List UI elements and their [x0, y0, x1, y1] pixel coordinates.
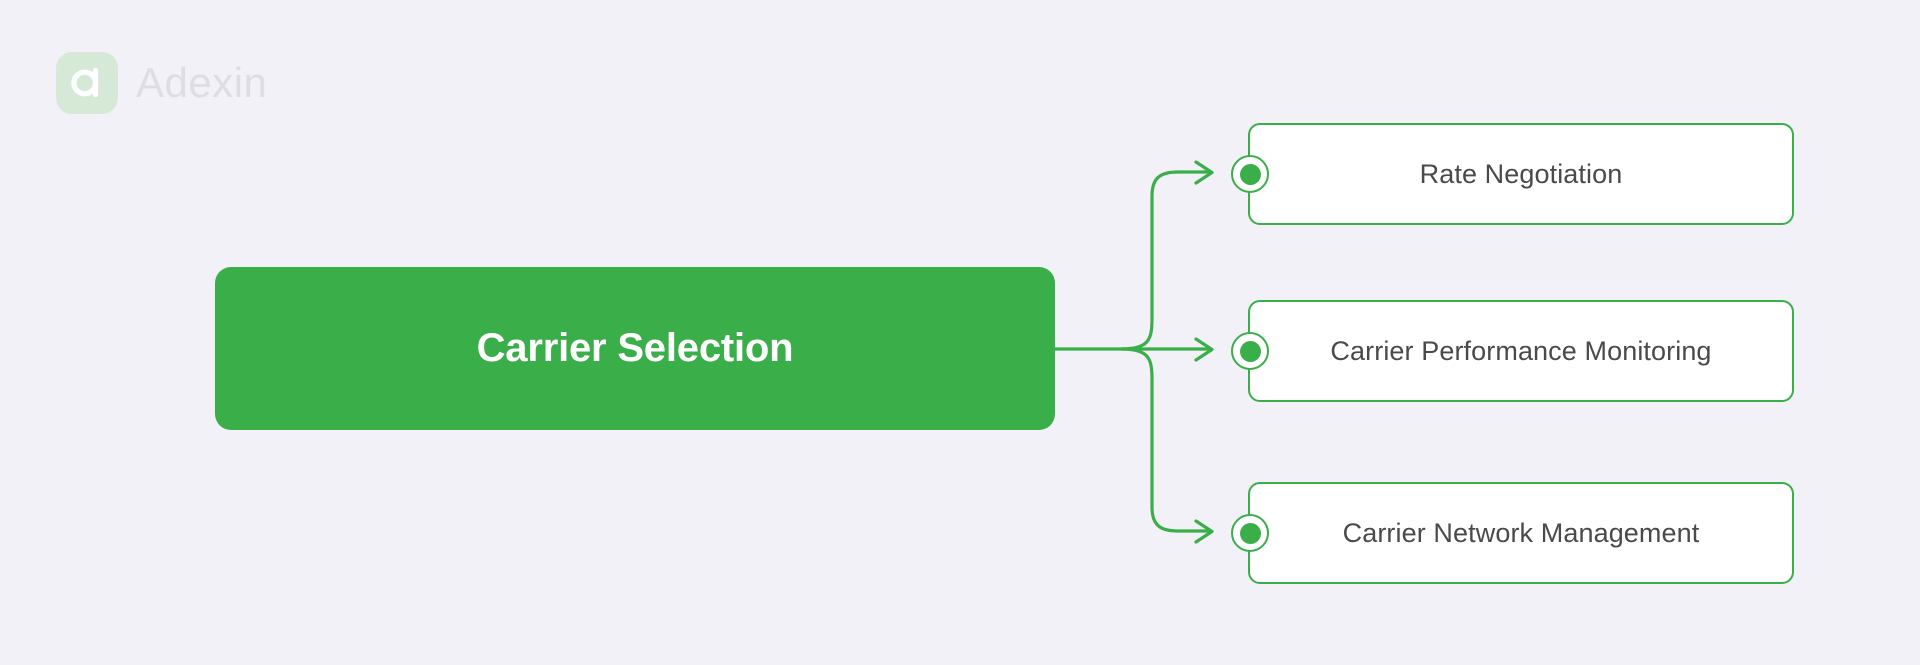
connector-branch-3: [1120, 347, 1212, 533]
branch-node-carrier-network-management[interactable]: Carrier Network Management: [1231, 482, 1794, 584]
branch-node-label: Carrier Network Management: [1342, 517, 1700, 548]
bullet-dot-icon: [1231, 332, 1269, 370]
branch-node-label: Carrier Performance Monitoring: [1330, 335, 1712, 366]
bullet-dot-icon: [1231, 155, 1269, 193]
root-node-label: Carrier Selection: [476, 326, 794, 370]
brand-logo: Adexin: [56, 52, 267, 114]
arrow-right-icon: [1194, 337, 1214, 362]
arrow-right-icon: [1194, 160, 1214, 185]
bullet-dot-icon: [1231, 514, 1269, 552]
branch-node-label: Rate Negotiation: [1419, 158, 1623, 189]
root-node-carrier-selection[interactable]: Carrier Selection: [215, 267, 1055, 430]
connector-branch-1: [1120, 170, 1212, 351]
branch-node-rate-negotiation[interactable]: Rate Negotiation: [1231, 123, 1794, 225]
arrow-right-icon: [1194, 519, 1214, 544]
adexin-a-mark-icon: [56, 52, 118, 114]
brand-wordmark: Adexin: [136, 59, 268, 106]
branch-node-carrier-performance-monitoring[interactable]: Carrier Performance Monitoring: [1231, 300, 1794, 402]
